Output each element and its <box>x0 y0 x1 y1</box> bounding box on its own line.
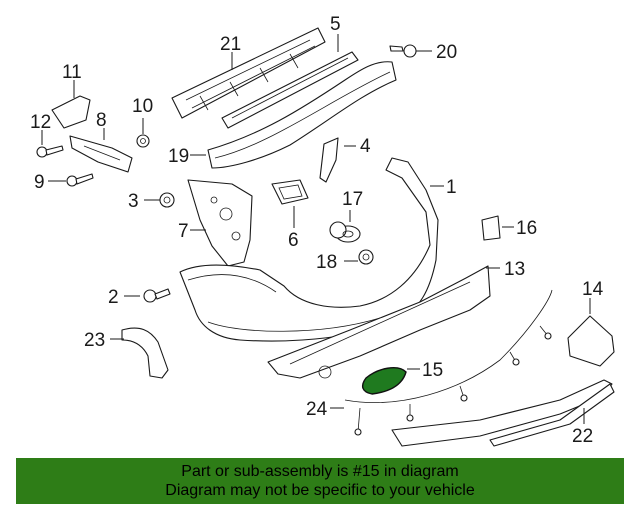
part-6-sensor-bracket <box>271 179 309 205</box>
callout-4: 4 <box>360 136 371 157</box>
callout-14: 14 <box>582 279 604 300</box>
callout-22: 22 <box>572 426 593 447</box>
part-2-screw <box>143 288 171 303</box>
part-10-nut <box>136 134 150 148</box>
callout-24: 24 <box>306 399 328 420</box>
part-22-lower-trim <box>489 383 615 447</box>
part-21-reinforcement <box>171 27 326 119</box>
info-banner: Part or sub-assembly is #15 in diagram D… <box>16 458 624 504</box>
part-11-bracket <box>51 95 91 129</box>
callout-12: 12 <box>30 112 51 133</box>
callout-15: 15 <box>422 360 443 381</box>
leader-lines <box>41 34 591 424</box>
callout-18: 18 <box>316 252 337 273</box>
part-1-bumper-cover <box>179 157 439 342</box>
part-23-side-trim <box>121 327 169 379</box>
part-15-reflector <box>361 367 407 395</box>
part-19-impact-beam <box>207 61 397 169</box>
callout-13: 13 <box>504 259 525 280</box>
part-12-screw <box>36 145 64 158</box>
part-20-bolt <box>389 44 417 58</box>
callout-8: 8 <box>96 110 107 131</box>
callout-11: 11 <box>62 62 82 83</box>
callout-3: 3 <box>128 191 139 212</box>
part-13-inner-bumper <box>267 265 491 379</box>
callout-21: 21 <box>220 34 241 55</box>
callout-23: 23 <box>84 330 105 351</box>
callout-17: 17 <box>342 189 363 210</box>
part-16-pad <box>481 215 501 241</box>
part-4-bracket <box>319 137 339 183</box>
callout-10: 10 <box>132 96 153 117</box>
part-5-absorber <box>221 51 359 129</box>
part-24-wiring-harness <box>344 289 553 436</box>
callout-9: 9 <box>34 172 45 193</box>
banner-line-2: Diagram may not be specific to your vehi… <box>165 482 475 499</box>
callout-19: 19 <box>168 146 189 167</box>
callout-7: 7 <box>178 221 189 242</box>
callout-5: 5 <box>330 14 341 35</box>
part-17-sensor <box>329 221 361 243</box>
callout-6: 6 <box>288 230 299 251</box>
part-9-screw <box>66 173 94 187</box>
callout-16: 16 <box>516 218 537 239</box>
callout-1: 1 <box>446 177 457 198</box>
callout-2: 2 <box>108 287 119 308</box>
part-3-clip <box>159 192 175 208</box>
part-8-bracket <box>69 135 133 173</box>
callout-20: 20 <box>436 42 457 63</box>
banner-line-1: Part or sub-assembly is #15 in diagram <box>181 463 459 480</box>
part-7-side-bracket <box>187 179 253 267</box>
part-18-grommet <box>358 249 374 265</box>
